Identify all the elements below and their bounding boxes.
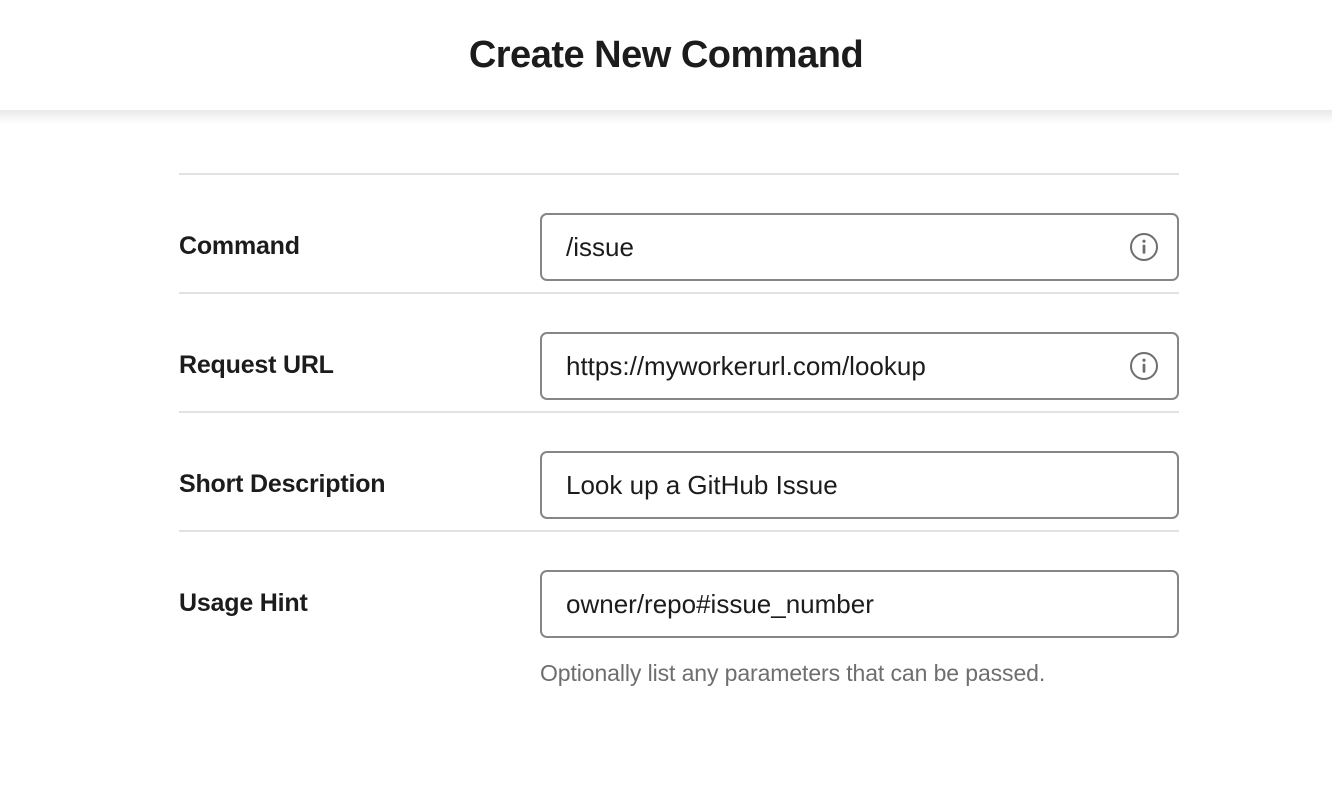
create-command-modal: Create New Command Command bbox=[0, 0, 1332, 698]
form-row-short-description: Short Description bbox=[179, 411, 1179, 530]
info-icon[interactable] bbox=[1129, 232, 1159, 262]
input-wrap-request-url bbox=[540, 332, 1179, 400]
form-row-usage-hint: Usage Hint Optionally list any parameter… bbox=[179, 530, 1179, 698]
field-col-short-description bbox=[540, 451, 1179, 519]
command-form: Command Re bbox=[179, 173, 1179, 698]
label-short-description: Short Description bbox=[179, 470, 386, 498]
form-row-request-url: Request URL bbox=[179, 292, 1179, 411]
field-col-request-url bbox=[540, 332, 1179, 400]
info-icon[interactable] bbox=[1129, 351, 1159, 381]
label-command: Command bbox=[179, 232, 300, 260]
header-shadow bbox=[0, 110, 1332, 124]
input-wrap-short-description bbox=[540, 451, 1179, 519]
modal-header: Create New Command bbox=[0, 0, 1332, 124]
field-col-usage-hint: Optionally list any parameters that can … bbox=[540, 570, 1179, 687]
modal-body: Command Re bbox=[0, 173, 1332, 698]
command-input[interactable] bbox=[540, 213, 1179, 281]
short-description-input[interactable] bbox=[540, 451, 1179, 519]
usage-hint-input[interactable] bbox=[540, 570, 1179, 638]
input-wrap-usage-hint bbox=[540, 570, 1179, 638]
usage-hint-helper-text: Optionally list any parameters that can … bbox=[540, 660, 1046, 686]
request-url-input[interactable] bbox=[540, 332, 1179, 400]
field-col-command bbox=[540, 213, 1179, 281]
label-request-url: Request URL bbox=[179, 351, 334, 379]
form-row-command: Command bbox=[179, 173, 1179, 292]
page-title: Create New Command bbox=[468, 34, 864, 76]
label-usage-hint: Usage Hint bbox=[179, 589, 308, 617]
input-wrap-command bbox=[540, 213, 1179, 281]
